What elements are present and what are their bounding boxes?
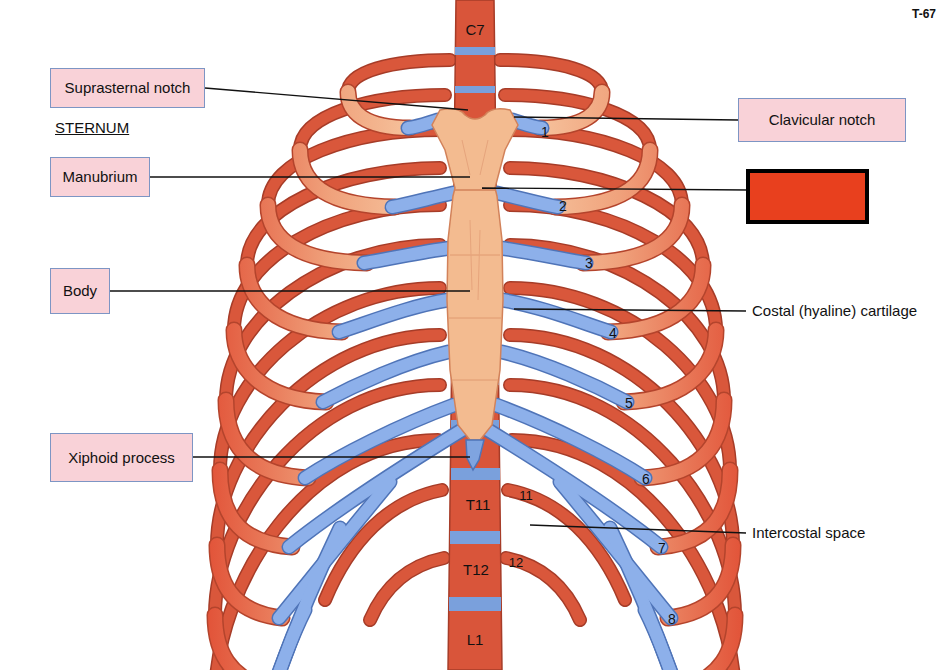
box-text: Clavicular notch — [769, 111, 876, 129]
leader-line — [514, 117, 738, 120]
sternal-angle — [455, 189, 495, 191]
callout-number: 7 — [658, 540, 666, 557]
part-label: Intercostal space — [752, 524, 865, 542]
label-box: Manubrium — [50, 157, 150, 197]
sternum-bone — [432, 109, 518, 440]
bone-texture — [462, 140, 488, 300]
leader-line — [530, 525, 746, 533]
vertebra-label: T12 — [463, 561, 489, 579]
figure-code: T-67 — [912, 7, 936, 21]
vertebra-label: C7 — [465, 21, 484, 39]
section-heading: STERNUM — [55, 119, 129, 137]
vertebra-label: T11 — [466, 496, 491, 514]
cartilage-outline — [270, 120, 462, 670]
callout-number: 8 — [668, 611, 676, 628]
box-text: Suprasternal notch — [65, 79, 191, 97]
front-ribs — [215, 92, 735, 670]
label-box: Body — [50, 268, 110, 314]
leader-line — [205, 88, 468, 110]
callout-number: 2 — [559, 198, 567, 215]
sternum — [432, 109, 518, 470]
intervertebral-disc — [455, 47, 495, 55]
cartilage-fill — [270, 120, 462, 670]
label-box: Clavicular notch — [738, 98, 906, 142]
leader-line — [193, 456, 470, 457]
leader-line — [110, 290, 470, 291]
callout-number: 6 — [642, 471, 650, 488]
callout-number: 3 — [585, 255, 593, 272]
leader-line — [514, 309, 746, 311]
cartilage-outline — [488, 120, 680, 670]
callout-number: 1 — [541, 124, 549, 141]
callout-number: 12 — [509, 555, 523, 571]
front-ribs-left — [215, 92, 462, 670]
callout-number: 11 — [519, 488, 533, 504]
intervertebral-disc — [451, 468, 500, 480]
leader-lines — [110, 88, 748, 533]
intervertebral-disc — [450, 531, 500, 544]
callout-number: 4 — [609, 325, 617, 342]
callout-number: 5 — [625, 395, 633, 412]
label-box: Xiphoid process — [50, 433, 193, 482]
part-label: Costal (hyaline) cartilage — [752, 302, 917, 320]
xiphoid-cartilage — [466, 440, 484, 470]
vertebra-label: L1 — [467, 631, 484, 649]
intervertebral-disc — [449, 597, 501, 611]
cartilage-fill — [488, 120, 680, 670]
box-text: Body — [63, 282, 97, 300]
intervertebral-disc — [455, 86, 495, 93]
sternebra-lines — [449, 255, 501, 380]
label-box: Suprasternal notch — [50, 68, 205, 108]
leader-line — [145, 176, 470, 177]
leader-line — [482, 188, 748, 190]
blank-answer-box — [748, 171, 867, 222]
box-text: Manubrium — [62, 168, 137, 186]
box-text: Xiphoid process — [68, 449, 175, 467]
